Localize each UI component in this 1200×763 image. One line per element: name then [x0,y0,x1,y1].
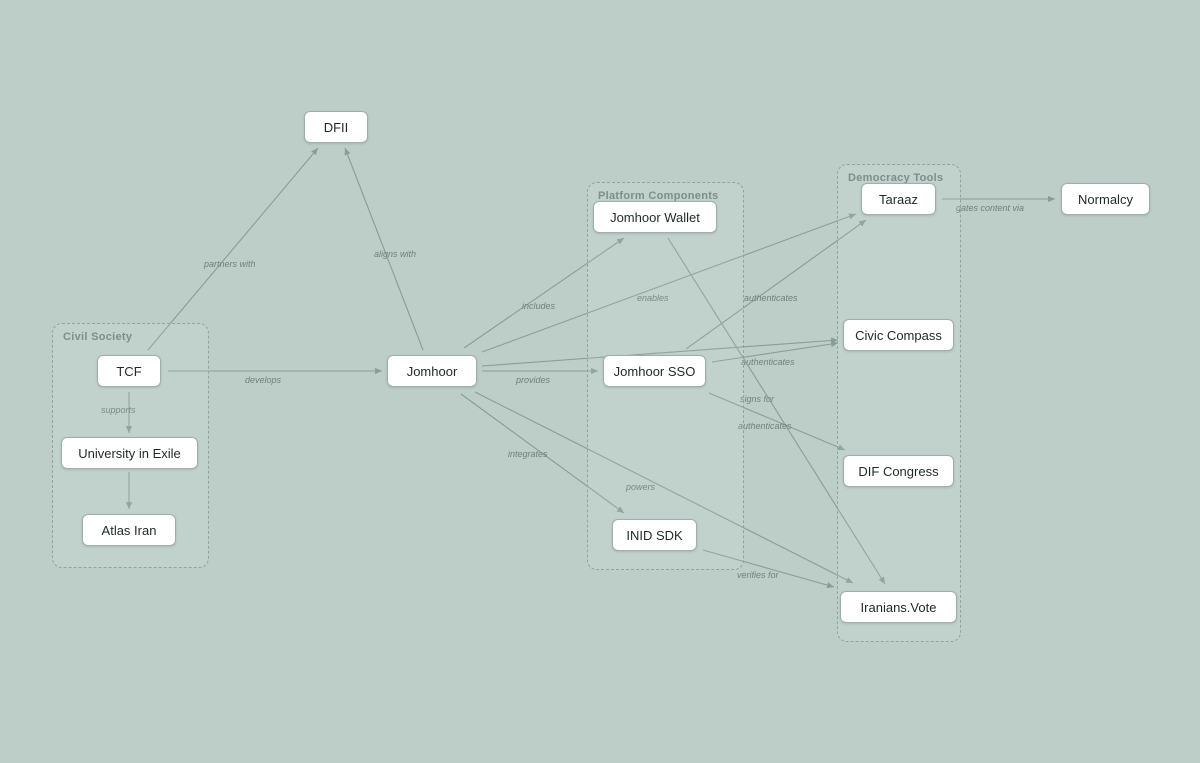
edge-tcf-dfii [147,147,319,351]
node-dif-congress[interactable]: DIF Congress [843,455,954,487]
node-tcf[interactable]: TCF [97,355,161,387]
edge-sso-civic [711,340,839,363]
edge-jomhoor-inid [460,393,625,514]
node-atlas-iran[interactable]: Atlas Iran [82,514,176,546]
edge-label-integrates: integrates [508,449,548,459]
node-jomhoor-sso[interactable]: Jomhoor SSO [603,355,706,387]
node-dfii[interactable]: DFII [304,111,368,143]
edge-label-develops: develops [245,375,282,385]
edge-label-provides: provides [515,375,551,385]
node-university-in-exile[interactable]: University in Exile [61,437,198,469]
edge-label-enables: enables [637,293,669,303]
edge-label-powers: powers [625,482,656,492]
edge-sso-dif [708,392,846,451]
edge-jomhoor-dfii [344,147,424,351]
edge-sso-taraaz [685,219,867,350]
edge-jomhoor-vote [474,391,854,584]
node-iranians-vote[interactable]: Iranians.Vote [840,591,957,623]
edge-label-aligns-with: aligns with [374,249,416,259]
group-label-democracy-tools: Democracy Tools [848,172,944,184]
edge-label-supports: supports [101,405,136,415]
group-democracy-tools: Democracy Tools [837,164,961,642]
edge-label-gates-content-via: gates content via [956,203,1024,213]
node-civic-compass[interactable]: Civic Compass [843,319,954,351]
node-normalcy[interactable]: Normalcy [1061,183,1150,215]
node-jomhoor[interactable]: Jomhoor [387,355,477,387]
node-inid-sdk[interactable]: INID SDK [612,519,697,551]
group-label-platform-components: Platform Components [598,190,719,202]
edge-label-includes: includes [522,301,556,311]
node-taraaz[interactable]: Taraaz [861,183,936,215]
edge-inid-vote [702,549,835,589]
group-label-civil-society: Civil Society [63,331,133,343]
edge-label-signs-for: signs for [740,394,775,404]
node-jomhoor-wallet[interactable]: Jomhoor Wallet [593,201,717,233]
edge-label-authenticates-taraaz: authenticates [744,293,798,303]
edge-label-authenticates-civic: authenticates [741,357,795,367]
edge-label-partners-with: partners with [203,259,256,269]
edge-label-authenticates-vote: authenticates [738,421,792,431]
edge-label-verifies-for: verifies for [737,570,780,580]
edge-jomhoor-civic [481,337,839,367]
edge-jomhoor-wallet [463,237,625,349]
edge-jomhoor-taraaz [481,213,857,353]
edge-wallet-vote [667,237,886,585]
